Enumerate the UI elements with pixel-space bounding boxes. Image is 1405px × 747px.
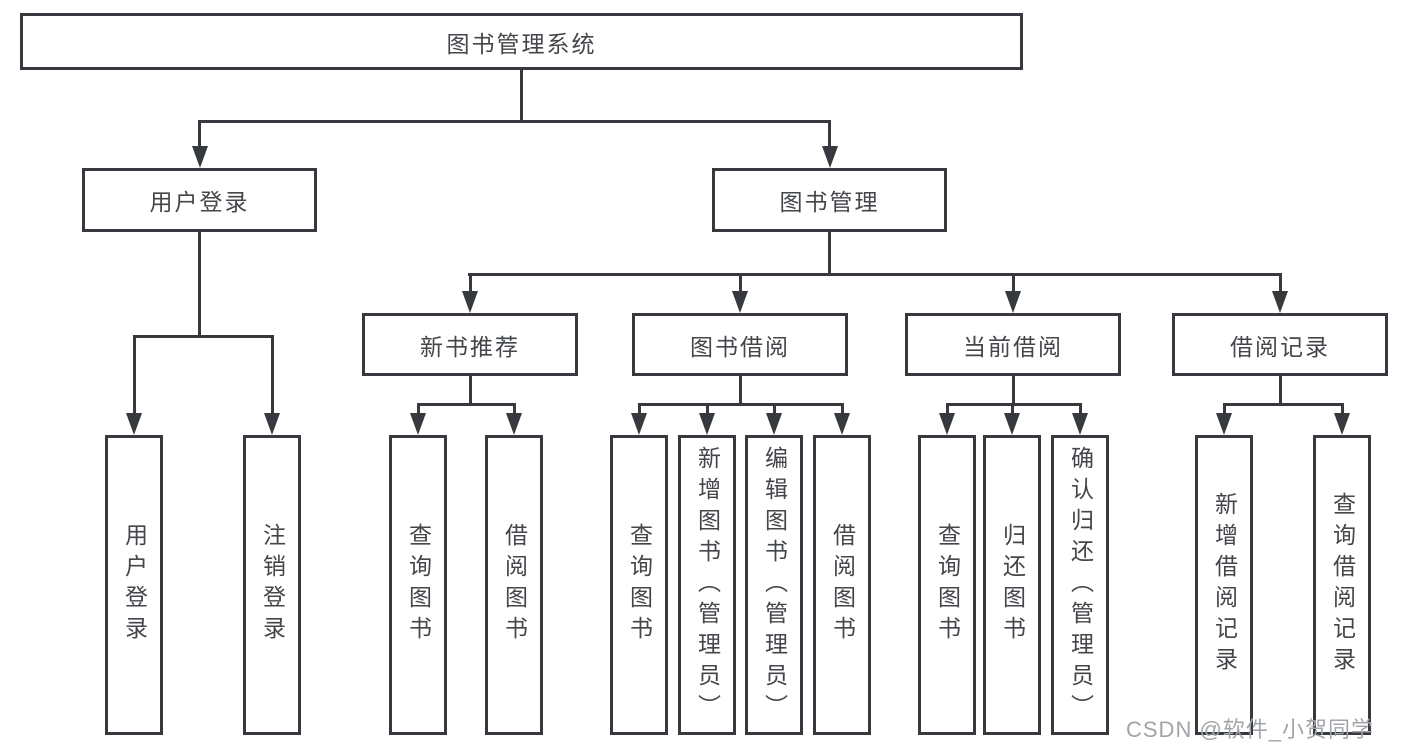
node-return-books-label: 归还图书 [999, 523, 1026, 647]
connector-line [1278, 273, 1282, 293]
arrow-down-icon [699, 413, 715, 435]
node-new-book-recommend: 新书推荐 [362, 313, 578, 376]
arrow-down-icon [1004, 413, 1020, 435]
node-logout-label: 注销登录 [259, 523, 286, 647]
arrow-down-icon [631, 413, 647, 435]
node-borrow-books-recommend: 借阅图书 [485, 435, 543, 735]
node-new-book-recommend-label: 新书推荐 [420, 333, 520, 360]
node-current-borrow: 当前借阅 [905, 313, 1121, 376]
connector-line [512, 403, 516, 417]
node-query-borrow-record: 查询借阅记录 [1313, 435, 1371, 735]
connector-line [1222, 403, 1226, 417]
connector-line [840, 403, 844, 417]
connector-line [1010, 403, 1014, 417]
node-library-management-system-label: 图书管理系统 [446, 30, 597, 57]
connector-line [705, 403, 709, 417]
connector-line [416, 403, 420, 417]
node-user-login-label: 用户登录 [149, 189, 250, 215]
connector-line [519, 70, 523, 120]
node-borrow-books-leaf: 借阅图书 [813, 435, 871, 735]
node-query-books-borrow-label: 查询图书 [626, 523, 653, 647]
node-user-login: 用户登录 [82, 168, 317, 232]
connector-line [198, 120, 201, 148]
connector-line [1278, 376, 1282, 403]
node-current-borrow-label: 当前借阅 [963, 333, 1063, 360]
arrow-down-icon [264, 413, 280, 435]
node-edit-book-admin-label: 编辑图书（管理员） [761, 445, 788, 725]
connector-line [828, 232, 831, 273]
node-add-borrow-record: 新增借阅记录 [1195, 435, 1253, 735]
connector-line [468, 273, 1282, 276]
node-confirm-return-admin-label: 确认归还（管理员） [1067, 445, 1094, 725]
arrow-down-icon [1005, 291, 1021, 313]
node-return-books: 归还图书 [983, 435, 1041, 735]
connector-line [1078, 403, 1082, 417]
arrow-down-icon [462, 291, 478, 313]
node-library-management-system: 图书管理系统 [20, 13, 1023, 70]
connector-line [945, 403, 949, 417]
node-query-books-recommend-label: 查询图书 [405, 523, 432, 647]
node-add-borrow-record-label: 新增借阅记录 [1211, 492, 1238, 678]
connector-line [1011, 376, 1015, 403]
node-borrow-books-leaf-label: 借阅图书 [829, 523, 856, 647]
connector-line [132, 335, 274, 338]
arrow-down-icon [1272, 291, 1288, 313]
node-borrow-records: 借阅记录 [1172, 313, 1388, 376]
node-edit-book-admin: 编辑图书（管理员） [745, 435, 803, 735]
node-borrow-records-label: 借阅记录 [1230, 333, 1330, 360]
node-add-book-admin-label: 新增图书（管理员） [694, 445, 721, 725]
node-query-borrow-record-label: 查询借阅记录 [1329, 492, 1356, 678]
connector-line [198, 120, 831, 123]
node-confirm-return-admin: 确认归还（管理员） [1051, 435, 1109, 735]
csdn-watermark: CSDN @软件_小贺同学 [1126, 717, 1375, 742]
connector-line [270, 335, 274, 415]
connector-line [828, 120, 831, 148]
connector-line [738, 273, 742, 293]
connector-line [416, 403, 516, 406]
connector-line [738, 376, 742, 403]
arrow-down-icon [1334, 413, 1350, 435]
connector-line [772, 403, 776, 417]
node-query-books-borrow: 查询图书 [610, 435, 668, 735]
connector-line [1340, 403, 1344, 417]
connector-line [1222, 403, 1344, 406]
connector-line [468, 376, 472, 403]
arrow-down-icon [1072, 413, 1088, 435]
node-query-books-recommend: 查询图书 [389, 435, 447, 735]
connector-line [637, 403, 641, 417]
node-query-books-current-label: 查询图书 [934, 523, 961, 647]
connector-line [1011, 273, 1015, 293]
arrow-down-icon [766, 413, 782, 435]
arrow-down-icon [126, 413, 142, 435]
node-book-borrow: 图书借阅 [632, 313, 848, 376]
node-logout: 注销登录 [243, 435, 301, 735]
connector-line [945, 403, 1082, 406]
arrow-down-icon [191, 146, 208, 168]
node-user-login-leaf: 用户登录 [105, 435, 163, 735]
node-query-books-current: 查询图书 [918, 435, 976, 735]
arrow-down-icon [821, 146, 838, 168]
node-add-book-admin: 新增图书（管理员） [678, 435, 736, 735]
arrow-down-icon [410, 413, 426, 435]
connector-line [637, 403, 844, 406]
arrow-down-icon [1216, 413, 1232, 435]
node-user-login-leaf-label: 用户登录 [121, 523, 148, 647]
arrow-down-icon [834, 413, 850, 435]
arrow-down-icon [506, 413, 522, 435]
connector-line [132, 335, 136, 415]
arrow-down-icon [939, 413, 955, 435]
node-book-borrow-label: 图书借阅 [690, 333, 790, 360]
connector-line [198, 232, 201, 335]
connector-line [468, 273, 472, 293]
arrow-down-icon [732, 291, 748, 313]
node-book-management: 图书管理 [712, 168, 947, 232]
node-borrow-books-recommend-label: 借阅图书 [501, 523, 528, 647]
node-book-management-label: 图书管理 [779, 189, 880, 215]
